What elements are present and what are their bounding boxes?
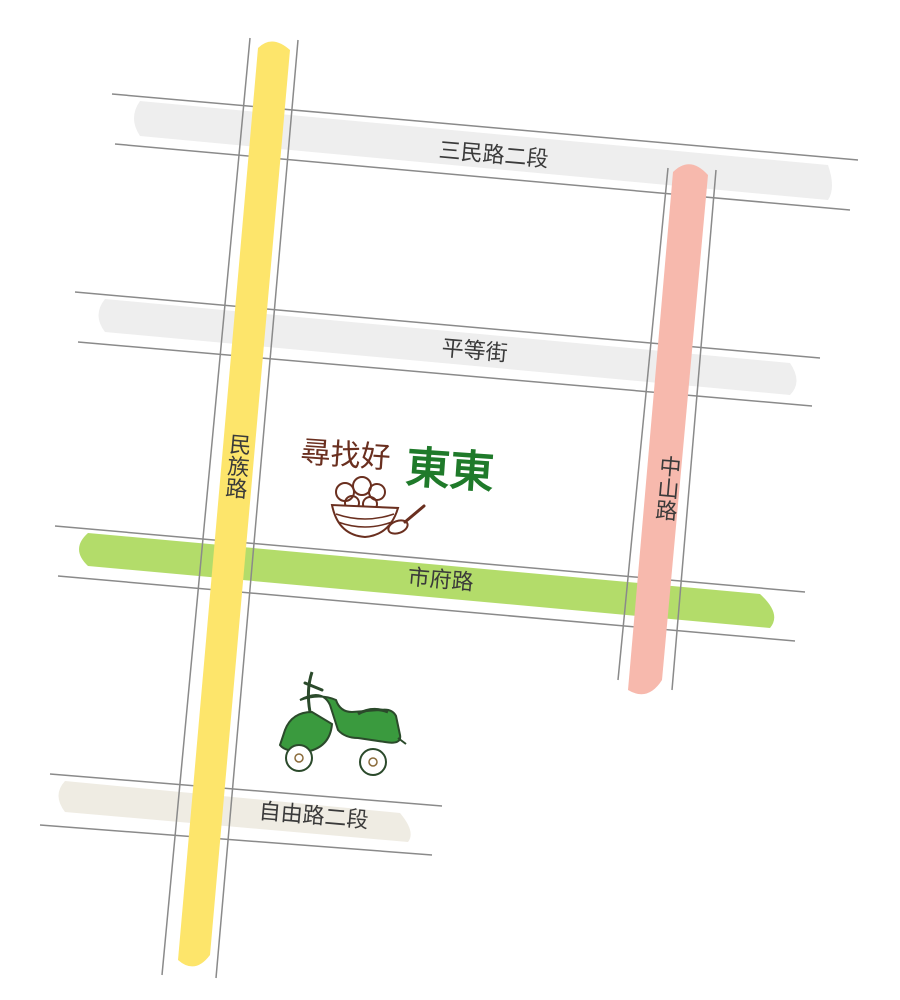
logo-small-text: 尋找好 xyxy=(299,435,391,476)
road-label-zhongshan: 中山路 xyxy=(651,454,683,522)
road-label-shifu: 市府路 xyxy=(407,565,475,596)
road-minzu xyxy=(161,37,299,979)
road-zhongshan xyxy=(617,164,717,695)
road-label-zhongshan-group: 中山路 xyxy=(651,454,683,522)
road-sanmin xyxy=(111,93,859,211)
dessert-bowl-with-spoon-icon xyxy=(330,476,426,539)
shop-logo: 尋找好 東東 xyxy=(299,435,496,539)
logo-big-text: 東東 xyxy=(404,442,495,499)
road-ziyou xyxy=(39,773,443,856)
road-label-pingdeng: 平等街 xyxy=(441,336,509,367)
scooter-icon xyxy=(278,671,407,776)
